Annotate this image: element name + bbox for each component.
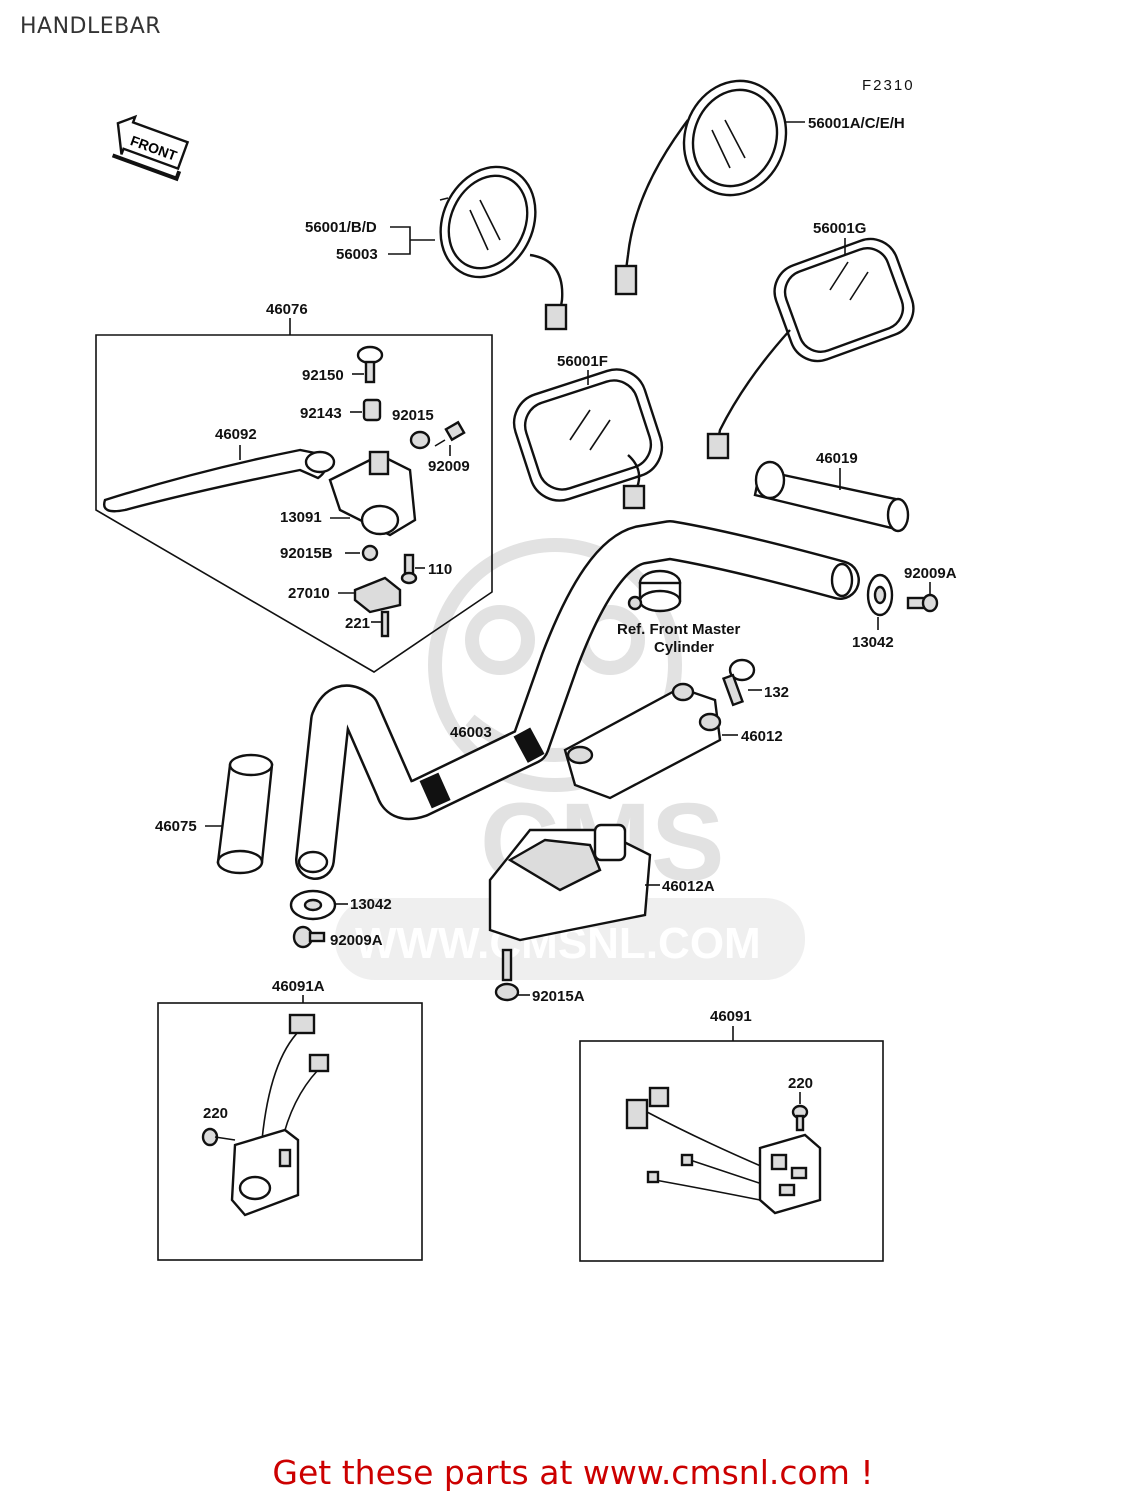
- label-92143: 92143: [300, 405, 342, 422]
- label-221: 221: [345, 615, 370, 632]
- label-92009: 92009: [428, 458, 470, 475]
- upper-clamp-icon: [563, 682, 722, 800]
- screw-110-icon: [400, 553, 418, 585]
- front-arrow-icon: FRONT: [111, 114, 190, 182]
- footer-link[interactable]: Get these parts at www.cmsnl.com !: [272, 1453, 874, 1492]
- handlebar-icon: [295, 520, 860, 880]
- bar-end-left-icon: [289, 889, 337, 921]
- label-56001g: 56001G: [813, 220, 866, 237]
- label-46091a: 46091A: [272, 978, 325, 995]
- grip-left-icon: [216, 753, 274, 875]
- mirror-round-right-icon: [614, 79, 788, 296]
- label-220-right: 220: [788, 1075, 813, 1092]
- label-92015a: 92015A: [532, 988, 585, 1005]
- label-92015: 92015: [392, 407, 434, 424]
- nut-92015a-icon: [494, 948, 520, 1002]
- screw-220-right-icon: [791, 1104, 809, 1132]
- nut-92015b-icon: [361, 544, 379, 562]
- mirror-rect-middle-icon: [512, 368, 664, 510]
- page-title: HANDLEBAR: [20, 14, 162, 39]
- bolt-132-icon: [721, 658, 756, 707]
- spacer-92143-icon: [362, 398, 382, 422]
- mirror-rect-right-icon: [706, 237, 915, 460]
- label-46076: 46076: [266, 301, 308, 318]
- bolt-92150-icon: [356, 345, 384, 384]
- label-92009a-right: 92009A: [904, 565, 957, 582]
- label-92015b: 92015B: [280, 545, 333, 562]
- label-ref-master-1: Ref. Front Master: [617, 621, 741, 638]
- label-92150: 92150: [302, 367, 344, 384]
- switch-housing-right-icon: [625, 1086, 822, 1215]
- label-ref-master-2: Cylinder: [654, 639, 714, 656]
- switch-27010-icon: [353, 576, 402, 614]
- label-46092: 46092: [215, 426, 257, 443]
- switch-box-right: [579, 1040, 884, 1262]
- label-46003: 46003: [450, 724, 492, 741]
- screw-92009a-left-icon: [292, 925, 326, 949]
- label-46075: 46075: [155, 818, 197, 835]
- screw-221-icon: [380, 610, 390, 638]
- label-56001f: 56001F: [557, 353, 608, 370]
- grip-right-icon: [753, 460, 910, 533]
- label-56001-b-d: 56001/B/D: [305, 219, 377, 236]
- label-46019: 46019: [816, 450, 858, 467]
- label-220-left: 220: [203, 1105, 228, 1122]
- label-56001a-c-e-h: 56001A/C/E/H: [808, 115, 905, 132]
- screw-92009a-right-icon: [906, 593, 939, 613]
- lever-icon: [103, 448, 336, 513]
- master-cylinder-clamp-icon: [627, 569, 682, 613]
- label-46091: 46091: [710, 1008, 752, 1025]
- lever-bracket-icon: [328, 450, 417, 537]
- switch-box-left: [157, 1002, 423, 1261]
- lever-assembly-box: [95, 334, 493, 673]
- bar-end-right-icon: [866, 573, 894, 617]
- nut-92015-icon: [409, 430, 431, 450]
- bolt-92009-icon: [434, 420, 466, 447]
- label-13042-right: 13042: [852, 634, 894, 651]
- label-92009a-left: 92009A: [330, 932, 383, 949]
- label-13091: 13091: [280, 509, 322, 526]
- figure-code: F2310: [862, 77, 915, 94]
- label-56003: 56003: [336, 246, 378, 263]
- screw-220-left-icon: [201, 1127, 236, 1147]
- label-27010: 27010: [288, 585, 330, 602]
- label-46012a: 46012A: [662, 878, 715, 895]
- mirror-round-left-icon: [439, 165, 568, 331]
- switch-housing-left-icon: [230, 1013, 330, 1217]
- label-132: 132: [764, 684, 789, 701]
- label-13042-left: 13042: [350, 896, 392, 913]
- label-46012: 46012: [741, 728, 783, 745]
- label-110: 110: [428, 561, 452, 578]
